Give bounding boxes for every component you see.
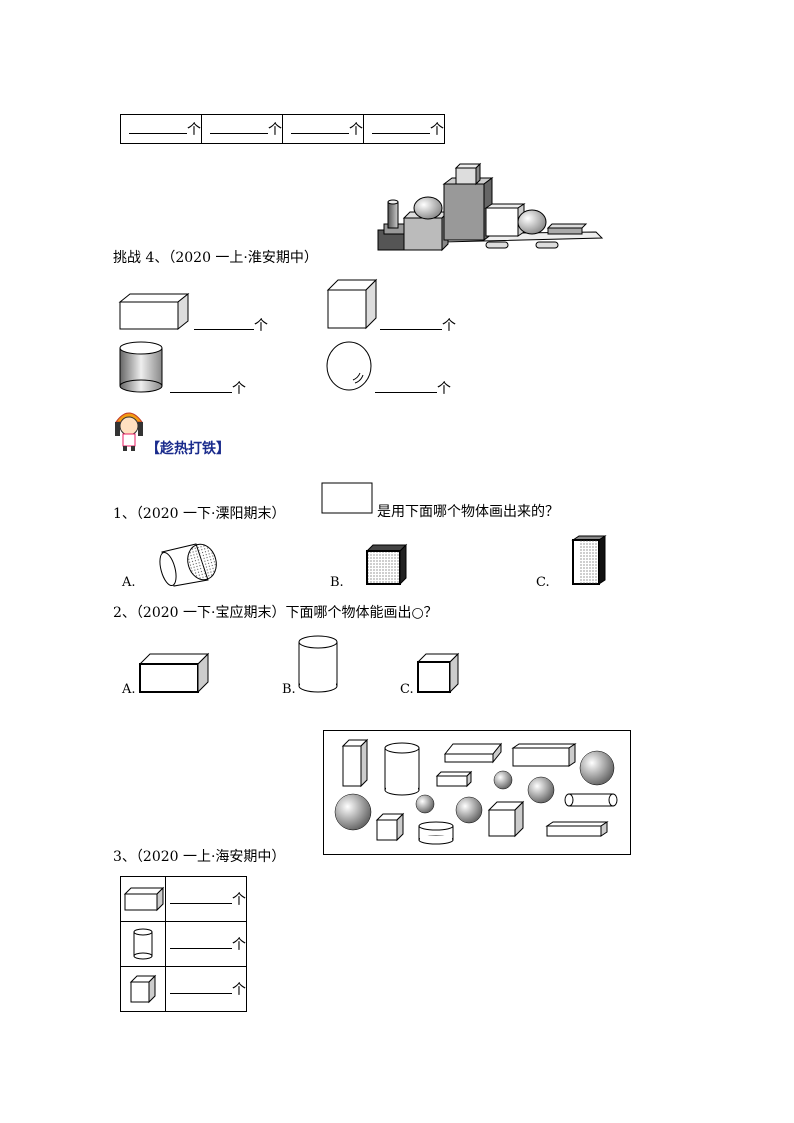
shape-train-picture: [377, 162, 604, 252]
section-heading: 【趁热打铁】: [146, 441, 230, 457]
q3-cylinder-count-field[interactable]: 个: [165, 921, 247, 967]
cube-count-field[interactable]: 个: [380, 315, 456, 335]
q3-cylinder-icon: [133, 928, 153, 960]
q1-option-c-label[interactable]: C.: [536, 575, 550, 590]
q3-label: 3、（2020 一上·海安期中）: [113, 849, 286, 865]
q1-lying-cylinder-icon: [159, 543, 217, 587]
q2-cylinder-icon: [298, 635, 338, 693]
top-count-cell[interactable]: 个: [363, 114, 445, 144]
challenge4-label: 挑战 4、（2020 一上·淮安期中）: [113, 250, 318, 266]
q3-count-table: 个 个 个: [120, 876, 247, 1012]
sphere-count-field[interactable]: 个: [375, 378, 451, 398]
q1-dotted-cube-icon: [365, 543, 408, 586]
sphere-icon: [326, 341, 372, 391]
q2-prompt: 2、（2020 一下·宝应期末）下面哪个物体能画出○？: [113, 605, 438, 621]
cylinder-icon: [119, 341, 163, 393]
q1-option-a-label[interactable]: A.: [122, 575, 136, 590]
q3-cuboid-count-field[interactable]: 个: [165, 876, 247, 922]
rectangle-drawing-icon: [321, 482, 373, 514]
top-count-table: 个 个 个 个: [120, 114, 445, 144]
q2-option-c-label[interactable]: C.: [400, 682, 414, 697]
cylinder-count-field[interactable]: 个: [170, 378, 246, 398]
cube-icon: [326, 278, 378, 330]
cuboid-icon: [118, 292, 190, 331]
top-count-cell[interactable]: 个: [120, 114, 202, 144]
q3-cube-icon: [129, 974, 157, 1004]
top-count-cell[interactable]: 个: [282, 114, 364, 144]
q1-prompt: 1、（2020 一下·溧阳期末）: [113, 506, 286, 522]
q2-cube-icon: [416, 652, 460, 694]
top-count-cell[interactable]: 个: [201, 114, 283, 144]
q1-text: 是用下面哪个物体画出来的？: [377, 504, 559, 520]
q2-option-a-label[interactable]: A.: [122, 682, 136, 697]
q3-cuboid-icon: [123, 886, 165, 912]
girl-mascot-icon: [115, 412, 143, 451]
cuboid-count-field[interactable]: 个: [194, 315, 268, 335]
q1-tall-block-icon: [571, 535, 607, 585]
q3-cube-count-field[interactable]: 个: [165, 966, 247, 1012]
q2-option-b-label[interactable]: B.: [282, 682, 296, 697]
q2-cuboid-icon: [138, 652, 210, 694]
q3-shapes-picture: [323, 730, 631, 855]
q1-option-b-label[interactable]: B.: [330, 575, 344, 590]
